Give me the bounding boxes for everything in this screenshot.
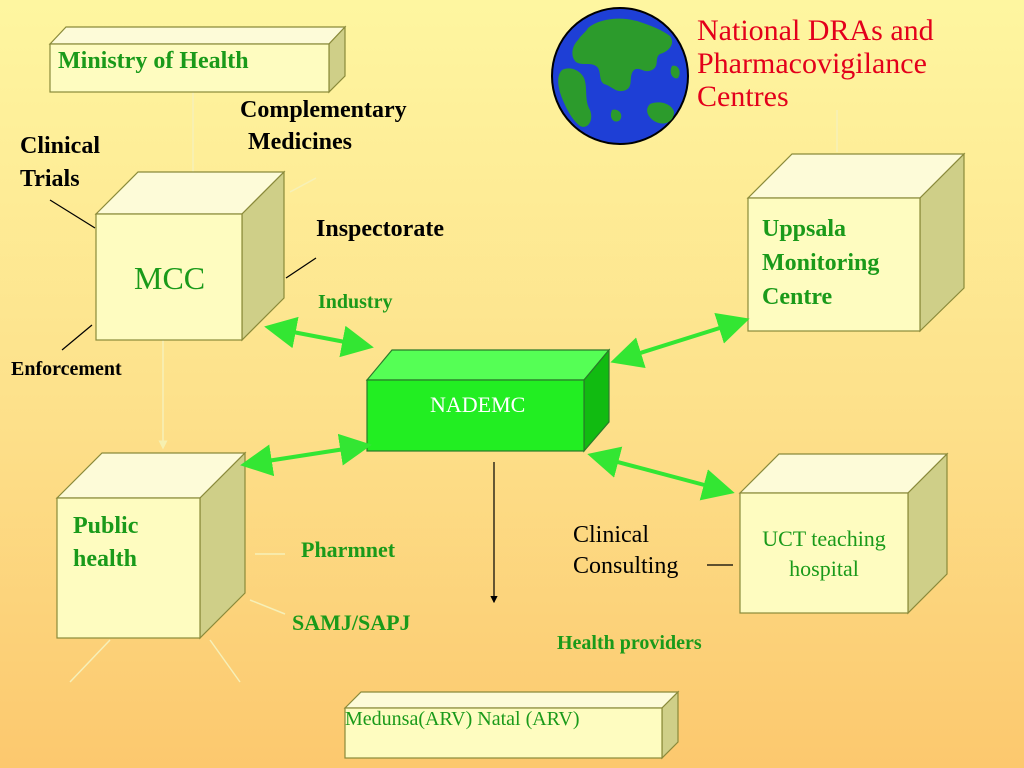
clinical-trials-line-1: Clinical (20, 133, 101, 159)
clinical-consulting-label: Clinical Consulting (573, 520, 678, 582)
clinical-trials-label: Clinical Trials (20, 130, 100, 196)
clinical-consulting-line-1: Clinical (573, 522, 649, 548)
mcc-box (94, 170, 286, 342)
inspectorate-line (285, 257, 317, 279)
public-health-box (55, 451, 247, 640)
industry-label: Industry (318, 291, 393, 313)
public-health-line-2: health (73, 546, 138, 572)
ray-left (69, 639, 111, 683)
nademc-uct-arrow (587, 446, 735, 501)
health-providers-label: Health providers (557, 632, 702, 654)
title-line-1: National DRAs and (697, 14, 934, 47)
uppsala-line-1: Uppsala (762, 216, 847, 242)
title: National DRAs and Pharmacovigilance Cent… (697, 14, 934, 113)
enforcement-label: Enforcement (11, 358, 122, 380)
green-arrows (240, 312, 750, 501)
nademc-label: NADEMC (430, 392, 526, 417)
uppsala-line-3: Centre (762, 284, 833, 310)
public-nademc-arrow (240, 433, 372, 477)
clinical-consulting-line-2: Consulting (573, 553, 679, 579)
mcc-nademc-arrow (264, 316, 374, 358)
inspectorate-label: Inspectorate (316, 216, 444, 242)
complementary-line-1: Complementary (240, 97, 407, 123)
complementary-line (289, 177, 317, 193)
enforcement-line (61, 324, 93, 351)
uppsala-box (746, 152, 966, 333)
uct-line-1: UCT teaching (762, 526, 886, 551)
title-line-2: Pharmacovigilance (697, 47, 927, 80)
uppsala-label: Uppsala Monitoring Centre (762, 212, 879, 314)
medunsa-box (343, 690, 680, 760)
uct-label: UCT teaching hospital (740, 524, 908, 584)
title-line-3: Centres (697, 80, 789, 113)
complementary-medicines-label: Complementary Medicines (240, 94, 407, 158)
medunsa-label: Medunsa(ARV) Natal (ARV) (345, 708, 580, 730)
uppsala-line-2: Monitoring (762, 250, 880, 276)
pale-connectors (69, 92, 838, 683)
globe-icon (551, 7, 689, 145)
complementary-line-2: Medicines (248, 129, 352, 155)
clinical-trials-line (49, 199, 96, 229)
ministry-label: Ministry of Health (58, 48, 249, 74)
uct-box (738, 452, 949, 615)
samj-sapj-label: SAMJ/SAPJ (292, 610, 411, 635)
ministry-box (48, 25, 347, 94)
ray-right (209, 639, 241, 683)
uct-line-2: hospital (789, 556, 859, 581)
black-connectors (49, 199, 733, 604)
nademc-uppsala-arrow (610, 312, 750, 369)
pharmnet-label: Pharmnet (301, 537, 396, 562)
public-health-line-1: Public (73, 513, 139, 539)
public-health-label: Public health (73, 510, 138, 576)
samj-line (249, 599, 286, 615)
nademc-box (365, 348, 611, 453)
clinical-trials-line-2: Trials (20, 166, 80, 192)
mcc-label: MCC (134, 260, 206, 296)
